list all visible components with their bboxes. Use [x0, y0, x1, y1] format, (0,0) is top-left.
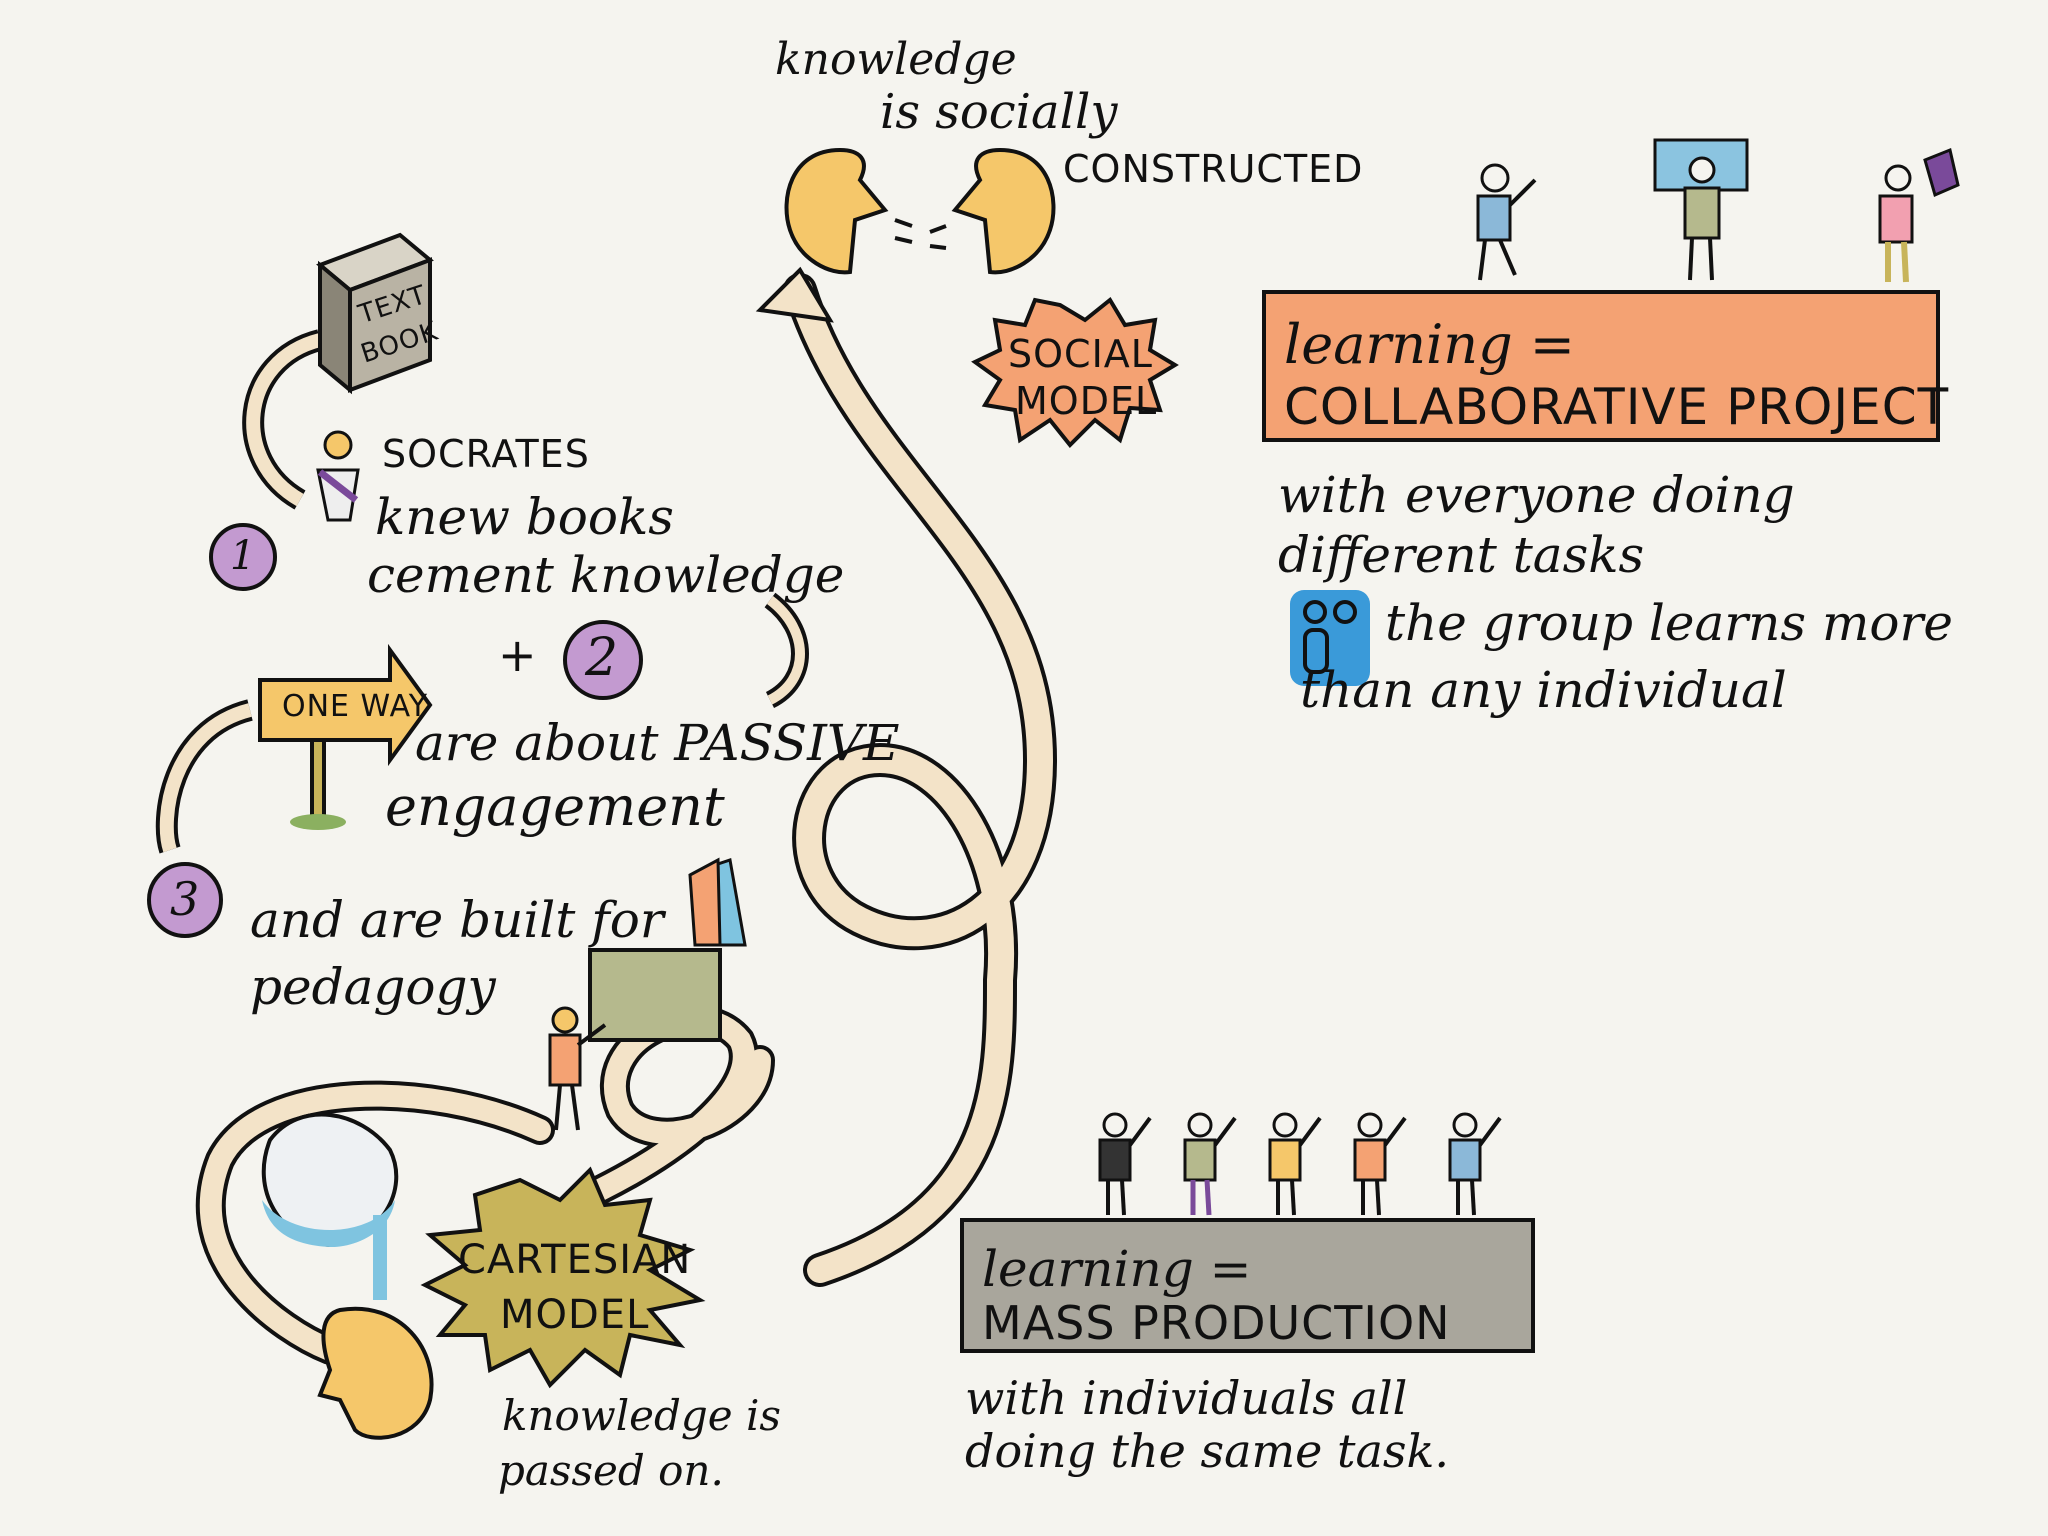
socrates-line3: cement knowledge	[367, 546, 845, 604]
plus-sign: +	[498, 628, 538, 682]
cartesian-caption-line1: knowledge is	[502, 1391, 781, 1440]
collaborative-desc-line3: the group learns more	[1385, 594, 1953, 652]
collaborative-box-line2: COLLABORATIVE PROJECT	[1284, 378, 1950, 436]
collaborative-figures	[1476, 138, 1960, 283]
number-one: 1	[230, 533, 256, 579]
collaborative-box-line1: learning =	[1284, 313, 1576, 376]
arrow-head	[755, 266, 834, 323]
oneway-line2: engagement	[385, 775, 725, 838]
social-badge-line1: SOCIAL	[1008, 332, 1153, 376]
receiving-head-icon	[317, 1306, 434, 1440]
head-right-icon	[951, 147, 1056, 275]
pitcher-icon	[261, 1112, 399, 1300]
head-left-icon	[784, 147, 889, 275]
mass-desc-line1: with individuals all	[965, 1371, 1408, 1425]
collaborative-desc-line1: with everyone doing	[1278, 466, 1795, 524]
socrates-line2: knew books	[375, 488, 674, 546]
social-quote-line3: CONSTRUCTED	[1063, 147, 1364, 191]
oneway-line1: are about PASSIVE	[415, 714, 900, 772]
cartesian-badge-line1: CARTESIAN	[458, 1237, 692, 1283]
textbook-icon	[316, 232, 434, 395]
cartesian-model-badge	[420, 1166, 706, 1389]
mass-desc-line2: doing the same task.	[965, 1424, 1450, 1478]
big-one-icon	[688, 857, 747, 947]
teacher-figure	[548, 948, 722, 1131]
social-badge-line2: MODEL	[1015, 379, 1158, 423]
collaborative-box: learning = COLLABORATIVE PROJECT	[1262, 290, 1948, 442]
socrates-line1: SOCRATES	[382, 432, 590, 476]
one-way-sign-label: ONE WAY	[282, 689, 429, 724]
number-three: 3	[170, 872, 200, 926]
socrates-figure	[316, 430, 360, 522]
group-icon	[1290, 590, 1370, 686]
number-circles	[147, 523, 643, 938]
big-one-label: 1	[712, 878, 751, 938]
number-two: 2	[585, 628, 619, 688]
speech-lines	[894, 218, 947, 250]
mass-production-figures	[1098, 1112, 1502, 1216]
social-quote-line2: is socially	[880, 84, 1118, 140]
social-model-badge	[971, 297, 1179, 448]
mass-box-line1: learning =	[982, 1240, 1252, 1298]
cartesian-caption-line2: passed on.	[498, 1446, 724, 1495]
mass-production-box: learning = MASS PRODUCTION	[960, 1218, 1535, 1353]
mass-box-line2: MASS PRODUCTION	[982, 1296, 1451, 1350]
cartesian-badge-line2: MODEL	[500, 1292, 650, 1338]
collaborative-desc-line2: different tasks	[1278, 526, 1645, 584]
collaborative-desc-line4: than any individual	[1300, 661, 1787, 719]
pedagogy-line1: and are built for	[250, 891, 664, 949]
social-quote-line1: knowledge	[775, 34, 1017, 85]
pedagogy-line2: pedagogy	[250, 958, 496, 1016]
one-way-sign-icon	[258, 643, 433, 830]
